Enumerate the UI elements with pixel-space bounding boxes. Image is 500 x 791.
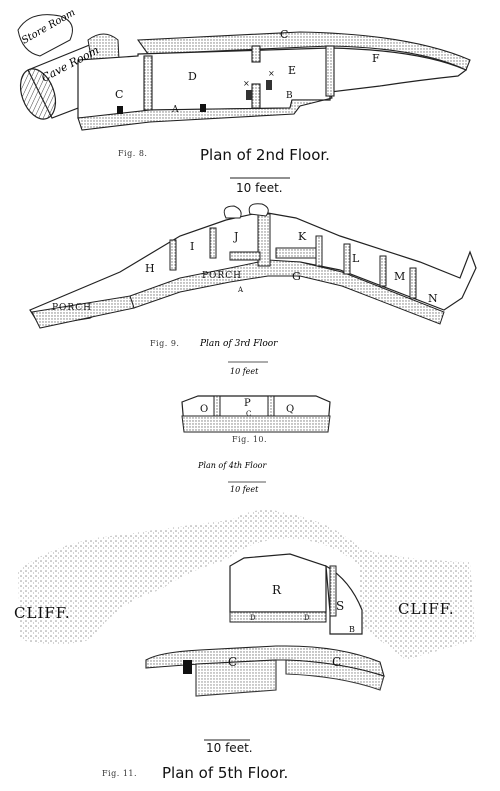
room-label: Q <box>286 404 294 415</box>
room-label: D <box>188 70 197 83</box>
room-label: L <box>352 252 360 265</box>
fig11-plan: R S C C D D B CLIFF. CLIFF. 10 feet. Fig… <box>14 509 476 782</box>
fig9-plan: H I J K L M N G A PORCH PORCH Fig. 9. Pl… <box>29 203 477 376</box>
room-label: H <box>145 262 155 275</box>
fig8-plan: × × C F D E C A B Store Room Cave Room F… <box>17 7 471 195</box>
room-label: E <box>288 64 296 77</box>
room-label: D <box>250 614 256 622</box>
room-label: B <box>286 91 293 101</box>
scale-label: 10 feet. <box>206 741 253 755</box>
room-label: P <box>244 398 251 409</box>
room-label: N <box>428 292 438 305</box>
cliff-label: CLIFF. <box>14 604 71 622</box>
svg-text:×: × <box>243 79 250 88</box>
room-label: O <box>200 404 208 415</box>
partitions-fig9 <box>169 213 417 299</box>
room-label: I <box>190 240 194 253</box>
room-label: C <box>246 410 251 418</box>
figure-caption: Fig. 9. <box>150 339 179 348</box>
room-label: R <box>272 583 282 597</box>
room-label: C <box>332 655 341 669</box>
room-label: S <box>336 599 344 613</box>
figure-title: Plan of 2nd Floor. <box>200 146 330 164</box>
room-label: M <box>394 270 405 283</box>
room-label: C <box>115 88 123 101</box>
room-label: C <box>228 655 237 669</box>
room-label: A <box>237 286 244 294</box>
ladder-mark <box>266 80 272 90</box>
room-label: B <box>349 625 355 634</box>
scale-label: 10 feet <box>230 367 259 376</box>
hearth-mark <box>117 106 123 114</box>
figure-caption: Fig. 8. <box>118 149 147 158</box>
wall-band <box>229 611 327 623</box>
wall-band <box>129 259 445 325</box>
room-label: C <box>280 28 288 41</box>
figure-title: Plan of 4th Floor <box>197 461 267 470</box>
porch-label: PORCH <box>52 303 92 313</box>
figure-title: Plan of 5th Floor. <box>162 764 288 782</box>
wall-c-top <box>136 31 471 71</box>
figure-title: Plan of 3rd Floor <box>199 339 278 349</box>
room-label: A <box>171 105 179 115</box>
ladder-mark <box>246 90 252 100</box>
room-label: D <box>304 614 310 622</box>
wall-band <box>181 415 331 433</box>
hearth-mark <box>200 104 206 112</box>
hearth-mark <box>183 660 192 674</box>
porch-wall <box>31 295 135 329</box>
scale-label: 10 feet. <box>236 181 283 195</box>
cliff-label: CLIFF. <box>398 600 455 618</box>
room-label: K <box>298 230 307 243</box>
figure-caption: Fig. 10. <box>232 435 267 444</box>
fig10-plan: O P Q C Fig. 10. Plan of 4th Floor 10 fe… <box>181 395 331 494</box>
figure-caption: Fig. 11. <box>102 769 137 778</box>
room-label: F <box>372 52 380 65</box>
porch-label: PORCH <box>202 271 242 281</box>
room-label: G <box>292 270 301 283</box>
scale-label: 10 feet <box>230 485 259 494</box>
room-label: J <box>233 230 238 243</box>
partitions-fig8 <box>143 45 335 111</box>
svg-text:×: × <box>268 69 275 78</box>
